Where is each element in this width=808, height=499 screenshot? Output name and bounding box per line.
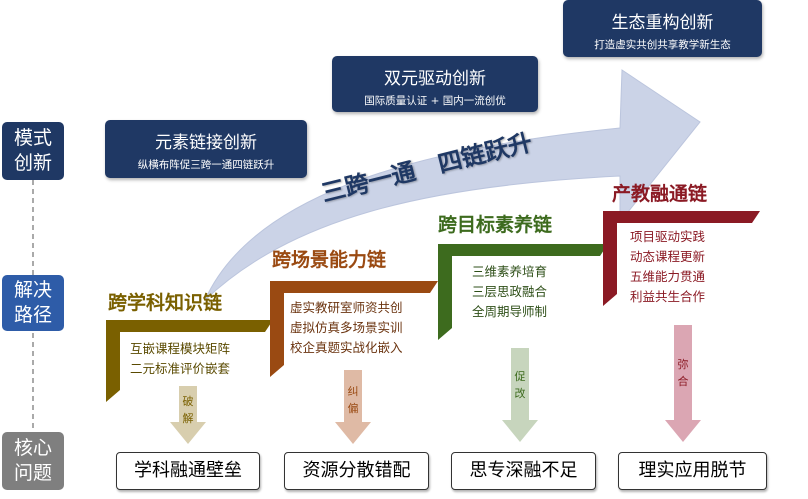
chain-details-interdisciplinary: 互嵌课程模块矩阵二元标准评价嵌套 [130, 339, 230, 379]
detail-line: 校企真题实战化嵌入 [290, 340, 403, 355]
bracket-cross-scene [270, 281, 438, 377]
problem-box-resource-mismatch: 资源分散错配 [284, 452, 429, 490]
problem-box-theory-practice-gap: 理实应用脱节 [618, 452, 767, 490]
bracket-industry-education [603, 211, 760, 306]
innovation-box-dual-drive: 双元驱动创新国际质量认证 + 国内一流创优 [332, 56, 538, 112]
down-arrow-cross-scene [335, 370, 371, 444]
action-label-break: 破解 [182, 395, 194, 425]
detail-line: 二元标准评价嵌套 [130, 361, 231, 376]
chain-title-industry-education: 产教融通链 [612, 183, 708, 205]
detail-line: 虚实教研室师资共创 [290, 300, 403, 315]
chain-title-interdisciplinary: 跨学科知识链 [108, 292, 223, 314]
bracket-cross-goal [438, 244, 608, 340]
chain-title-cross-goal: 跨目标素养链 [438, 214, 553, 236]
action-label-promote: 促改 [514, 370, 526, 400]
chain-details-cross-scene: 虚实教研室师资共创虚拟仿真多场景实训校企真题实战化嵌入 [290, 298, 403, 358]
detail-line: 三层思政融合 [472, 284, 548, 299]
big-curved-arrow [204, 69, 701, 301]
bracket-interdisciplinary [106, 320, 273, 402]
detail-line: 五维能力贯通 [630, 269, 706, 284]
detail-line: 全周期导师制 [472, 304, 548, 319]
side-label-mode-innovation: 模式创新 [2, 122, 64, 180]
side-label-solution-path: 解决路径 [2, 275, 64, 331]
chain-details-industry-education: 项目驱动实践动态课程更新五维能力贯通利益共生合作 [630, 227, 705, 307]
detail-line: 虚拟仿真多场景实训 [290, 320, 403, 335]
side-label-core-problem: 核心问题 [2, 432, 64, 490]
chain-title-cross-scene: 跨场景能力链 [272, 249, 387, 271]
detail-line: 互嵌课程模块矩阵 [130, 341, 231, 356]
action-label-bridge: 弥合 [677, 358, 689, 388]
detail-line: 项目驱动实践 [630, 229, 706, 244]
down-arrow-interdisciplinary [170, 386, 206, 444]
detail-line: 动态课程更新 [630, 249, 706, 264]
chain-details-cross-goal: 三维素养培育三层思政融合全周期导师制 [472, 262, 547, 322]
detail-line: 利益共生合作 [630, 289, 706, 304]
detail-line: 三维素养培育 [472, 264, 548, 279]
innovation-box-ecosystem: 生态重构创新打造虚实共创共享教学新生态 [563, 0, 762, 57]
problem-box-discipline-barrier: 学科融通壁垒 [116, 452, 260, 490]
innovation-box-element-link: 元素链接创新纵横布阵促三跨一通四链跃升 [105, 120, 307, 178]
action-label-correct: 纠偏 [347, 385, 359, 415]
down-arrow-cross-goal [502, 348, 538, 442]
problem-box-integration-lacking: 思专深融不足 [451, 452, 596, 490]
down-arrow-industry-education [665, 325, 701, 442]
